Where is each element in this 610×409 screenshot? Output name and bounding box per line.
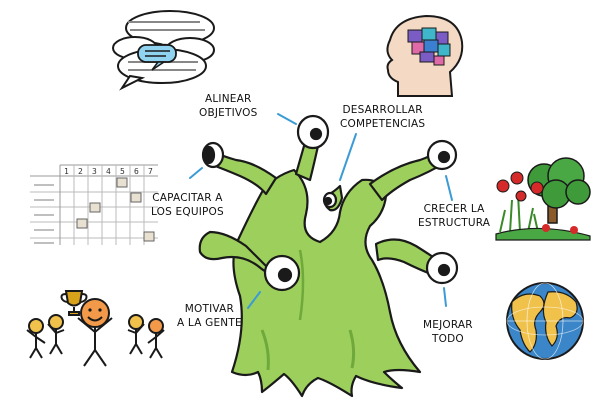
eye-train bbox=[201, 141, 225, 169]
label-grow-line2: ESTRUCTURA bbox=[418, 217, 491, 229]
eye-align bbox=[296, 114, 330, 150]
label-motivate-line1: MOTIVAR bbox=[184, 303, 235, 315]
trophy-people-icon bbox=[26, 290, 165, 367]
eye-grow bbox=[426, 139, 458, 171]
globe-icon bbox=[506, 282, 584, 360]
schedule-col-2: 2 bbox=[78, 167, 83, 176]
leader-develop bbox=[339, 133, 357, 181]
label-improve: MEJORAR TODO bbox=[423, 318, 473, 346]
leader-train bbox=[189, 167, 203, 179]
label-train: CAPACITAR A LOS EQUIPOS bbox=[151, 191, 224, 219]
label-train-line2: LOS EQUIPOS bbox=[151, 206, 224, 218]
leader-motivate bbox=[247, 291, 261, 309]
label-grow: CRECER LA ESTRUCTURA bbox=[418, 202, 490, 230]
eye-improve bbox=[425, 251, 459, 285]
label-improve-line2: TODO bbox=[431, 333, 464, 345]
leader-lines bbox=[189, 113, 453, 309]
leader-grow bbox=[445, 175, 453, 201]
speech-bubbles-icon bbox=[112, 10, 215, 91]
label-grow-line1: CRECER LA bbox=[423, 203, 485, 215]
schedule-col-7: 7 bbox=[148, 167, 153, 176]
label-align-line2: OBJETIVOS bbox=[199, 107, 258, 119]
label-align-line1: ALINEAR bbox=[204, 93, 252, 105]
schedule-col-5: 5 bbox=[120, 167, 125, 176]
schedule-col-3: 3 bbox=[92, 167, 97, 176]
schedule-col-1: 1 bbox=[64, 167, 69, 176]
schedule-grid-icon: 1 2 3 4 5 6 7 bbox=[30, 164, 158, 245]
label-develop: DESARROLLAR COMPETENCIAS bbox=[340, 103, 425, 131]
tree-flowers-icon bbox=[495, 157, 591, 241]
schedule-col-6: 6 bbox=[134, 167, 139, 176]
leader-improve bbox=[443, 287, 447, 307]
label-align: ALINEAR OBJETIVOS bbox=[199, 92, 257, 120]
label-develop-line1: DESARROLLAR bbox=[342, 104, 423, 116]
puzzle-head-icon bbox=[386, 14, 464, 97]
label-train-line1: CAPACITAR A bbox=[152, 192, 223, 204]
label-develop-line2: COMPETENCIAS bbox=[340, 118, 426, 130]
eye-motivate bbox=[263, 254, 301, 292]
label-motivate-line2: A LA GENTE bbox=[177, 317, 242, 329]
schedule-col-4: 4 bbox=[106, 167, 111, 176]
label-motivate: MOTIVAR A LA GENTE bbox=[177, 302, 242, 330]
tree-creature bbox=[198, 114, 459, 398]
leader-align bbox=[277, 113, 297, 125]
label-improve-line1: MEJORAR bbox=[423, 319, 473, 331]
eye-develop bbox=[322, 191, 338, 209]
